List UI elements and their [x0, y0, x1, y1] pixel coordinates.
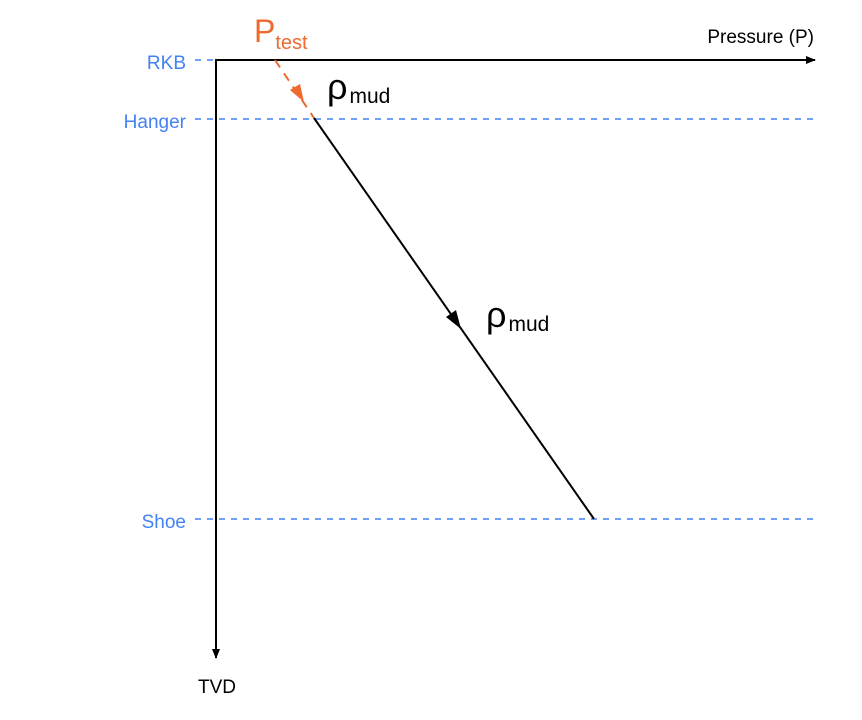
rho-lower-sub: mud	[508, 313, 549, 336]
p-test-main: P	[254, 13, 275, 49]
shoe-label: Shoe	[142, 512, 186, 533]
p-test-sub: test	[275, 32, 308, 54]
mud-gradient-arrow-icon	[446, 310, 461, 329]
rho-mud-upper-label: ρmud	[327, 66, 390, 108]
rho-mud-lower-label: ρmud	[486, 294, 549, 336]
tvd-axis-label: TVD	[198, 677, 236, 698]
rkb-label: RKB	[147, 53, 186, 74]
rho-upper-main: ρ	[327, 66, 347, 107]
p-test-label: Ptest	[254, 13, 308, 54]
hanger-label: Hanger	[124, 112, 187, 133]
test-pressure-arrow-icon	[290, 84, 304, 102]
rho-lower-main: ρ	[486, 294, 506, 335]
rho-upper-sub: mud	[349, 85, 390, 108]
pressure-axis-label: Pressure (P)	[707, 27, 814, 48]
